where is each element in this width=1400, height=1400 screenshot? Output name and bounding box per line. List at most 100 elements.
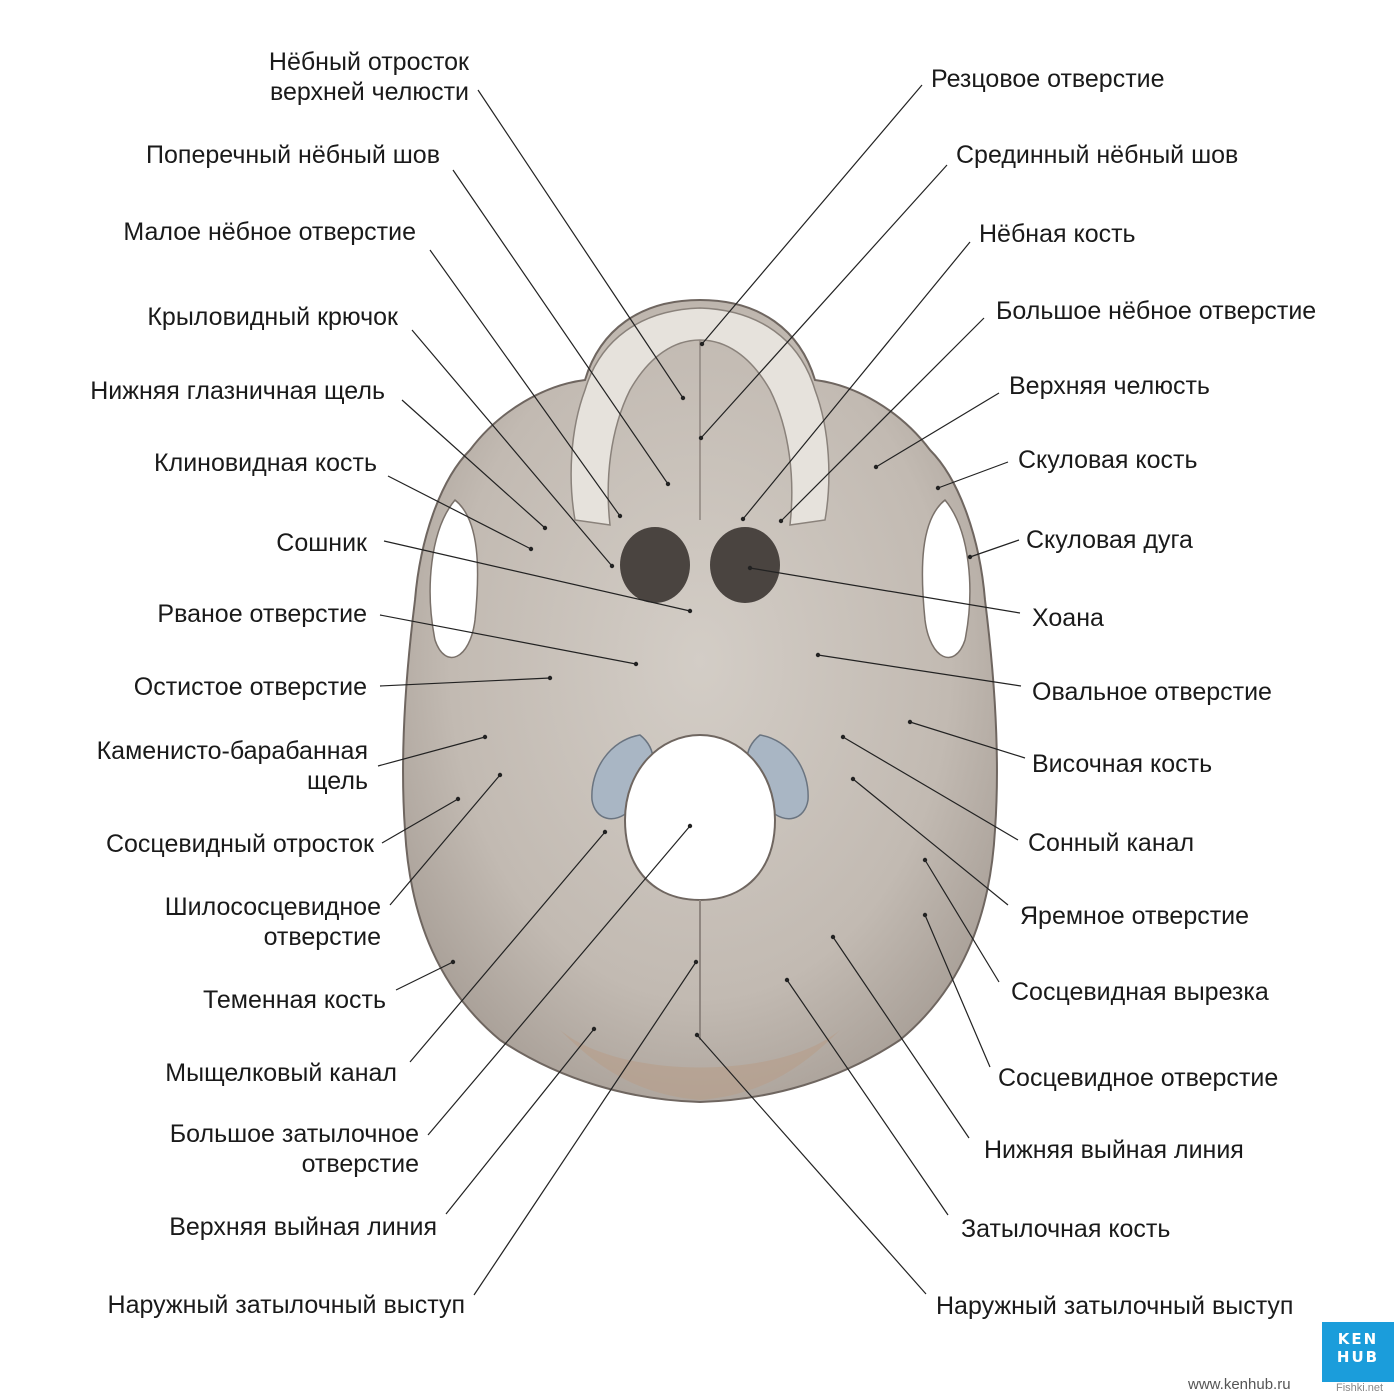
- leader-zygomatic-arch: [969, 539, 1020, 558]
- label-foramen-ovale: Овальное отверстие: [1032, 678, 1272, 706]
- leader-dot-greater-palatine-foramen: [778, 518, 784, 524]
- label-external-occipital-protuberance-left: Наружный затылочный выступ: [107, 1291, 465, 1319]
- leader-zygomatic-bone: [937, 461, 1009, 489]
- leader-stylomastoid-foramen: [389, 774, 501, 906]
- label-foramen-magnum: Большое затылочное отверстие: [169, 1120, 419, 1178]
- label-transverse-palatine-suture: Поперечный нёбный шов: [146, 141, 440, 169]
- leader-maxilla: [875, 392, 1000, 468]
- site-url: www.kenhub.ru: [1188, 1376, 1291, 1393]
- leader-dot-transverse-palatine-suture: [665, 481, 671, 487]
- logo-line-1: KEN: [1337, 1330, 1379, 1348]
- leader-carotid-canal: [842, 736, 1019, 841]
- label-foramen-lacerum: Рваное отверстие: [157, 600, 367, 628]
- leader-dot-zygomatic-arch: [967, 554, 973, 560]
- label-greater-palatine-foramen: Большое нёбное отверстие: [996, 297, 1317, 325]
- label-stylomastoid-foramen: Шилососцевидное отверстие: [164, 893, 381, 951]
- leader-dot-foramen-spinosum: [547, 675, 553, 681]
- leader-dot-stylomastoid-foramen: [497, 772, 503, 778]
- label-zygomatic-bone: Скуловая кость: [1018, 446, 1198, 474]
- leader-dot-external-occipital-protuberance-r: [694, 1032, 700, 1038]
- leader-dot-temporal-bone: [907, 719, 913, 725]
- leader-foramen-ovale: [817, 654, 1022, 687]
- label-superior-nuchal-line: Верхняя выйная линия: [169, 1213, 437, 1241]
- label-choana: Хоана: [1032, 604, 1104, 632]
- occipital-tint: [560, 1030, 840, 1100]
- label-jugular-foramen: Яремное отверстие: [1020, 902, 1250, 930]
- leader-palatine-process: [477, 89, 684, 399]
- skull-base-outline: [402, 298, 998, 1104]
- label-mastoid-notch: Сосцевидная вырезка: [1011, 978, 1269, 1006]
- label-sphenoid-bone: Клиновидная кость: [154, 449, 377, 477]
- label-zygomatic-arch: Скуловая дуга: [1026, 526, 1193, 554]
- leader-dot-incisive-foramen: [699, 341, 705, 347]
- leader-palatine-bone: [742, 241, 971, 520]
- label-inferior-nuchal-line: Нижняя выйная линия: [984, 1136, 1244, 1164]
- leader-dot-sphenoid-bone: [528, 546, 534, 552]
- leader-choana: [749, 567, 1021, 614]
- leader-vomer: [383, 540, 691, 612]
- leader-dot-lesser-palatine-foramen: [617, 513, 623, 519]
- leader-dot-inferior-orbital-fissure: [542, 525, 548, 531]
- leader-lesser-palatine-foramen: [429, 249, 621, 517]
- label-temporal-bone: Височная кость: [1032, 750, 1213, 778]
- leader-dot-choana: [747, 565, 753, 571]
- leader-dot-vomer: [687, 608, 693, 614]
- leader-dot-external-occipital-protuberance-l: [693, 959, 699, 965]
- label-carotid-canal: Сонный канал: [1028, 829, 1195, 857]
- leader-dot-zygomatic-bone: [935, 485, 941, 491]
- leader-dot-condylar-canal: [602, 829, 608, 835]
- kenhub-logo: KEN HUB: [1322, 1322, 1394, 1382]
- leader-dot-maxilla: [873, 464, 879, 470]
- leader-greater-palatine-foramen: [780, 317, 985, 522]
- watermark: Fishki.net: [1336, 1382, 1384, 1394]
- label-palatine-process: Нёбный отросток верхней челюсти: [268, 48, 469, 106]
- leader-foramen-lacerum: [379, 614, 637, 665]
- leader-jugular-foramen: [852, 778, 1009, 906]
- leader-dot-occipital-bone: [784, 977, 790, 983]
- leader-condylar-canal: [409, 831, 606, 1063]
- label-mastoid-process: Сосцевидный отросток: [105, 830, 374, 858]
- leader-dot-mastoid-process: [455, 796, 461, 802]
- leader-mastoid-notch: [924, 859, 1000, 983]
- leader-external-occipital-protuberance-r: [696, 1034, 927, 1295]
- leader-pterygoid-hamulus: [411, 329, 613, 567]
- label-foramen-spinosum: Остистое отверстие: [133, 673, 367, 701]
- leader-dot-mastoid-notch: [922, 857, 928, 863]
- leader-petrotympanic-fissure: [377, 736, 486, 767]
- leader-temporal-bone: [909, 721, 1026, 759]
- label-condylar-canal: Мыщелковый канал: [165, 1059, 397, 1087]
- zygomatic-opening-left: [429, 498, 479, 659]
- leader-transverse-palatine-suture: [452, 169, 669, 485]
- label-palatine-bone: Нёбная кость: [979, 220, 1136, 248]
- choana-left: [620, 527, 690, 603]
- label-maxilla: Верхняя челюсть: [1009, 372, 1210, 400]
- leader-dot-jugular-foramen: [850, 776, 856, 782]
- label-lesser-palatine-foramen: Малое нёбное отверстие: [123, 218, 416, 246]
- leader-dot-petrotympanic-fissure: [482, 734, 488, 740]
- leader-dot-palatine-process: [680, 395, 686, 401]
- choana-right: [710, 527, 780, 603]
- leader-dot-foramen-lacerum: [633, 661, 639, 667]
- label-external-occipital-protuberance-right: Наружный затылочный выступ: [936, 1292, 1294, 1320]
- leader-incisive-foramen: [701, 84, 923, 345]
- leader-parietal-bone: [395, 961, 454, 991]
- leader-inferior-nuchal-line: [832, 936, 970, 1139]
- leader-sphenoid-bone: [387, 475, 532, 550]
- leader-dot-superior-nuchal-line: [591, 1026, 597, 1032]
- leader-mastoid-foramen: [924, 914, 991, 1068]
- label-pterygoid-hamulus: Крыловидный крючок: [147, 303, 398, 331]
- leader-foramen-spinosum: [379, 677, 551, 687]
- leader-dot-pterygoid-hamulus: [609, 563, 615, 569]
- leader-dot-parietal-bone: [450, 959, 456, 965]
- label-parietal-bone: Теменная кость: [203, 986, 386, 1014]
- label-occipital-bone: Затылочная кость: [961, 1215, 1171, 1243]
- leader-dot-median-palatine-suture: [698, 435, 704, 441]
- leader-superior-nuchal-line: [445, 1028, 595, 1215]
- logo-line-2: HUB: [1336, 1348, 1380, 1366]
- leader-mastoid-process: [381, 798, 459, 844]
- label-incisive-foramen: Резцовое отверстие: [931, 65, 1165, 93]
- leader-lines: [377, 84, 1026, 1296]
- leader-inferior-orbital-fissure: [401, 399, 546, 529]
